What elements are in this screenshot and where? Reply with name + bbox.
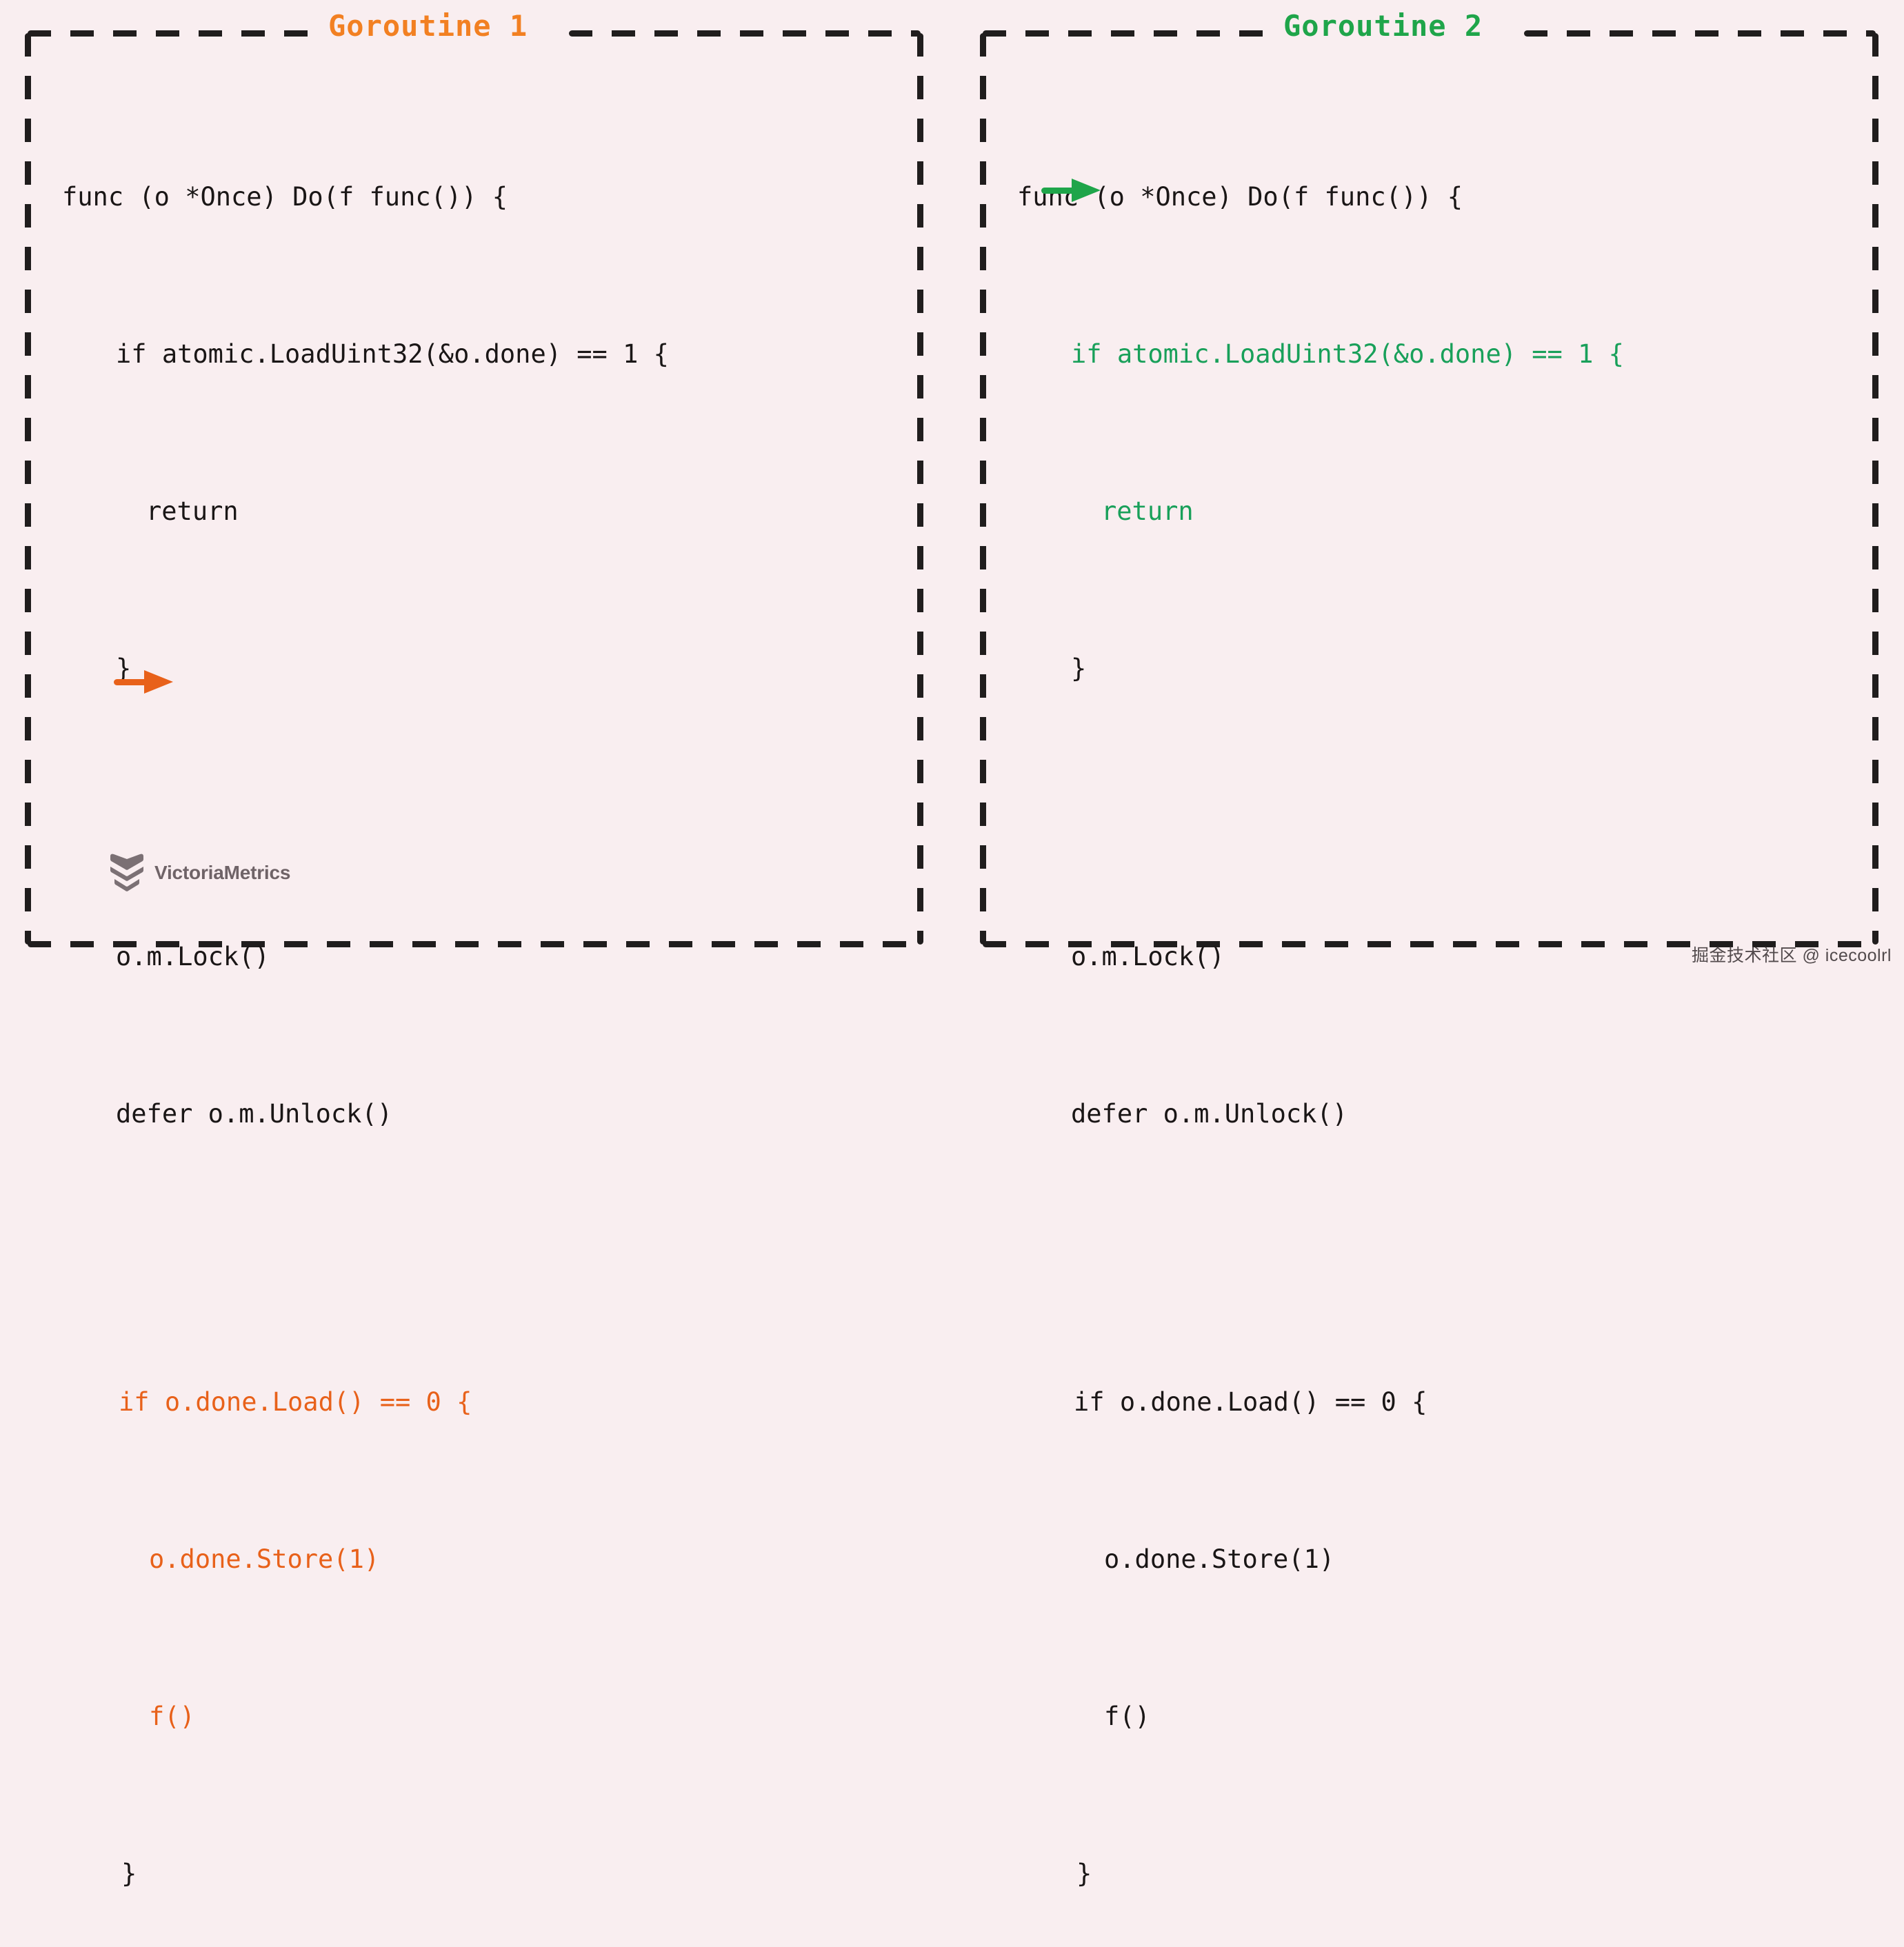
code-line: defer o.m.Unlock(): [1071, 1099, 1347, 1129]
code-line: }: [1071, 654, 1087, 683]
panel-border-left: [25, 33, 31, 945]
panel-border-top-left-segment: [28, 30, 317, 37]
panel-border-left: [980, 33, 986, 945]
code-line: defer o.m.Unlock(): [116, 1099, 392, 1129]
code-line-highlighted: f(): [149, 1702, 195, 1731]
goroutine-1-code-block: func (o *Once) Do(f func()) { if atomic.…: [62, 66, 669, 1947]
code-line: o.done.Store(1): [1104, 1544, 1335, 1574]
panel-border-right: [917, 33, 923, 945]
victoriametrics-logo: VictoriaMetrics: [109, 853, 290, 893]
code-line: }: [121, 1859, 137, 1888]
panel-border-bottom: [28, 941, 921, 947]
code-line-highlighted: if o.done.Load() == 0 {: [119, 1387, 472, 1417]
code-line: }: [1076, 1859, 1092, 1888]
code-line-highlighted: return: [1101, 496, 1194, 526]
code-line-highlighted: if atomic.LoadUint32(&o.done) == 1 {: [1071, 339, 1624, 369]
victoriametrics-chevron-icon: [110, 854, 143, 891]
panel-border-top-right-segment: [1524, 30, 1876, 37]
panel-border-bottom: [983, 941, 1876, 947]
goroutine-2-panel: Goroutine 2 func (o *Once) Do(f func()) …: [980, 9, 1878, 1888]
panel-border-right: [1872, 33, 1878, 945]
goroutine-1-title: Goroutine 1: [310, 9, 546, 43]
code-line: f(): [1104, 1702, 1150, 1731]
goroutine-1-panel: Goroutine 1 func (o *Once) Do(f func()) …: [25, 9, 923, 1888]
code-line: }: [116, 654, 132, 683]
panel-border-top-left-segment: [983, 30, 1272, 37]
code-line-spacer: [62, 800, 669, 826]
code-line: if o.done.Load() == 0 {: [1074, 1387, 1427, 1417]
code-line: o.m.Lock(): [116, 942, 270, 971]
victoriametrics-wordmark: VictoriaMetrics: [154, 862, 291, 883]
code-line: if atomic.LoadUint32(&o.done) == 1 {: [116, 339, 669, 369]
panel-border-top-right-segment: [569, 30, 921, 37]
diagram-canvas: Goroutine 1 func (o *Once) Do(f func()) …: [25, 9, 1892, 1888]
code-line-spacer: [62, 1245, 669, 1271]
code-line: return: [146, 496, 239, 526]
code-line-spacer: [1017, 800, 1624, 826]
code-line: func (o *Once) Do(f func()) {: [1017, 182, 1463, 212]
watermark-text: 掘金技术社区 @ icecoolrl: [1692, 946, 1892, 965]
goroutine-2-title: Goroutine 2: [1265, 9, 1501, 43]
code-line: o.m.Lock(): [1071, 942, 1225, 971]
code-line-spacer: [1017, 1245, 1624, 1271]
code-line: func (o *Once) Do(f func()) {: [62, 182, 508, 212]
goroutine-2-code-block: func (o *Once) Do(f func()) { if atomic.…: [1017, 66, 1624, 1947]
code-line-highlighted: o.done.Store(1): [149, 1544, 380, 1574]
